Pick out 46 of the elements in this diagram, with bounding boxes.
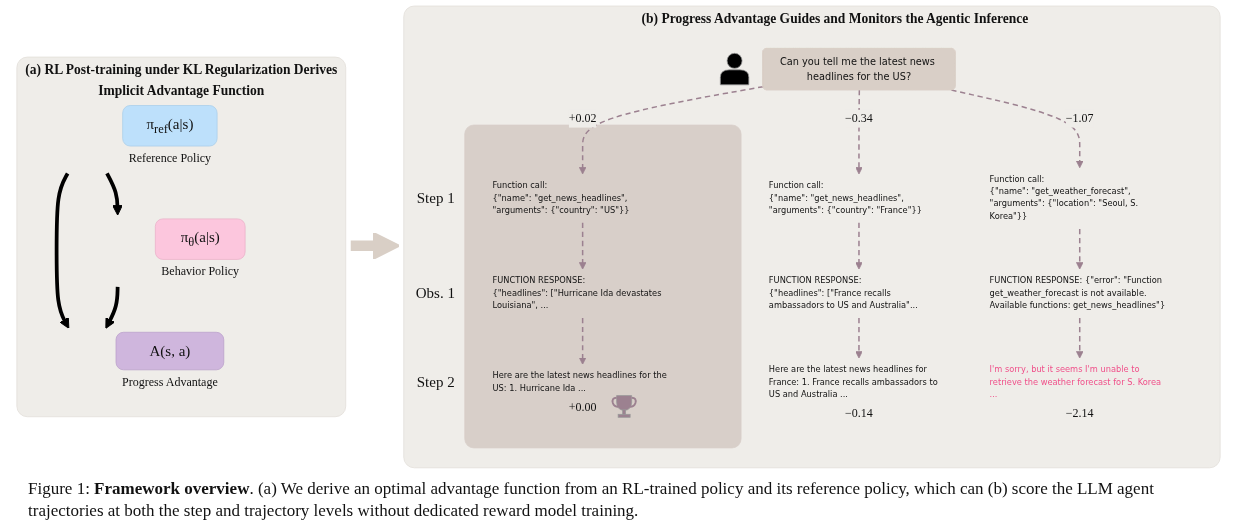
step-text: FUNCTION RESPONSE: {"headlines": ["France recalls ambassadors to US and Australia"... [768,275,918,311]
formula-text: A(s, a) [148,341,192,361]
row-label: Step 1 [416,189,455,207]
figure-caption: Figure 1: Framework overview. (a) We derive an optimal advantage function from an RL-trained policy and its reference policy, which can (b) score the LLM agent trajectories at both the step and trajectory levels without dedicated reward model training. [27,477,1155,522]
user-icon [719,52,750,86]
dashed-arrow [855,89,863,175]
advantage-box [115,331,225,371]
speech-bubble: Can you tell me the latest news headlines for the US? [762,48,956,91]
formula-text: π$_{θ}$(a|s) [179,227,221,251]
panel-title: (a) RL Post-training under KL Regularization Derives Implicit Advantage Function [25,62,338,98]
step-text: Function call: {"name": "get_weather_forecast", "arguments": {"location": "Seoul, S. Korea"}} [989,174,1139,222]
dashed-arrow [578,222,587,270]
row-label: Step 2 [416,373,455,391]
trophy-icon [611,395,637,418]
score-label: −2.14 [1064,405,1095,421]
edge-label: −0.34 [845,109,873,128]
row-label: Obs. 1 [415,284,455,302]
step-text: I'm sorry, but it seems I'm unable to retrieve the weather forecast for S. Korea ... [989,363,1170,401]
arrow [54,172,70,329]
score-label: −0.14 [844,405,874,421]
arrow [105,286,120,329]
dashed-arrow [855,222,863,270]
panel [16,56,347,418]
box-caption: Progress Advantage [122,374,218,391]
dashed-arrow [950,89,1084,169]
box-caption: Reference Policy [128,150,212,167]
step-text: FUNCTION RESPONSE: {"headlines": ["Hurricane Ida devastates Louisiana", ... [492,275,662,311]
dashed-arrow [1076,228,1084,270]
score-label: +0.00 [567,399,598,415]
step-text: Here are the latest news headlines for France: 1. France recalls ambassadors to US and Australia ... [768,363,950,401]
highlight-box [464,124,742,449]
step-text: Here are the latest news headlines for the US: 1. Hurricane Ida ... [492,370,673,395]
step-text: Function call: {"name": "get_news_headlines", "arguments": {"country": "US"}} [492,180,630,215]
dashed-arrow [578,317,587,365]
block-arrow [350,231,400,260]
box-caption: Behavior Policy [161,263,240,280]
arrow [105,172,123,216]
step-text: Function call: {"name": "get_news_headlines", "arguments": {"country": "France"}} [768,180,922,215]
policy-box [154,218,246,260]
dashed-arrow [578,85,764,175]
step-text: FUNCTION RESPONSE: {"error": "Function get_weather_forecast is not available. Available functions: get_news_headlines"} [989,275,1166,311]
policy-box [122,105,218,147]
dashed-arrow [1076,317,1084,359]
panel-title: (b) Progress Advantage Guides and Monitors the Agentic Inference [641,11,1029,27]
formula-text: π$_{ref}$(a|s) [145,114,195,138]
dashed-arrow [855,317,863,359]
